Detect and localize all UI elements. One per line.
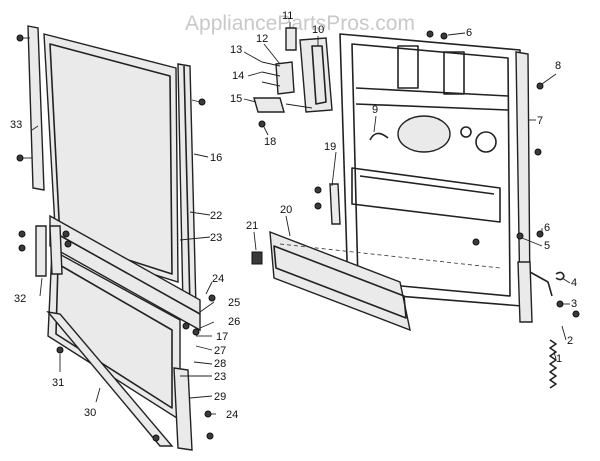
left-lower-brackets [35, 225, 63, 277]
hinge-parts [253, 27, 333, 128]
vent-panel [351, 167, 501, 223]
callout-9: 9 [372, 104, 378, 116]
hinge-arm-and-spring [517, 261, 564, 389]
callout-13: 13 [230, 44, 242, 56]
latch-bracket [314, 183, 341, 225]
callout-6a: 6 [544, 222, 550, 234]
callout-14: 14 [232, 70, 244, 82]
callout-1: 1 [556, 353, 562, 365]
callout-15: 15 [230, 93, 242, 105]
toe-panel-bracket [173, 367, 193, 451]
callout-31: 31 [52, 377, 64, 389]
callout-18: 18 [264, 136, 276, 148]
callout-6b: 6 [466, 27, 472, 39]
trim-clip [251, 251, 263, 265]
callout-8: 8 [555, 60, 561, 72]
callout-33: 33 [10, 119, 22, 131]
callout-29: 29 [214, 391, 226, 403]
callout-11: 11 [282, 10, 293, 22]
callout-10: 10 [312, 24, 324, 36]
callout-19: 19 [324, 141, 336, 153]
screws-left-assembly [16, 34, 216, 442]
callout-5: 5 [544, 240, 550, 252]
callout-12: 12 [256, 33, 268, 45]
callout-23b: 23 [214, 371, 226, 383]
screws-right-assembly [426, 30, 580, 318]
callout-3: 3 [571, 298, 577, 310]
callout-27: 27 [214, 345, 226, 357]
callout-16: 16 [210, 152, 222, 164]
callout-30: 30 [84, 407, 96, 419]
detergent-dispenser [369, 115, 497, 153]
callout-21: 21 [246, 220, 258, 232]
callout-4: 4 [571, 277, 577, 289]
callout-2: 2 [567, 335, 573, 347]
callout-labels: 1 2 3 4 5 6 6 7 8 9 10 11 12 13 14 15 16… [10, 10, 577, 421]
callout-20: 20 [280, 204, 292, 216]
callout-22: 22 [210, 210, 222, 222]
kick-strip [46, 310, 174, 447]
callout-23a: 23 [210, 232, 222, 244]
callout-32: 32 [14, 293, 26, 305]
callout-26: 26 [228, 316, 240, 328]
callout-24a: 24 [212, 273, 224, 285]
door-panel [43, 33, 179, 283]
left-side-trim [27, 25, 45, 191]
bottom-door-trim [269, 230, 501, 332]
callout-17: 17 [216, 331, 228, 343]
callout-7: 7 [537, 115, 543, 127]
leader-lines [31, 22, 571, 415]
watermark: AppliancePartsPros.com [185, 12, 415, 35]
callout-24b: 24 [226, 409, 238, 421]
callout-28: 28 [214, 358, 226, 370]
callout-25: 25 [228, 297, 240, 309]
